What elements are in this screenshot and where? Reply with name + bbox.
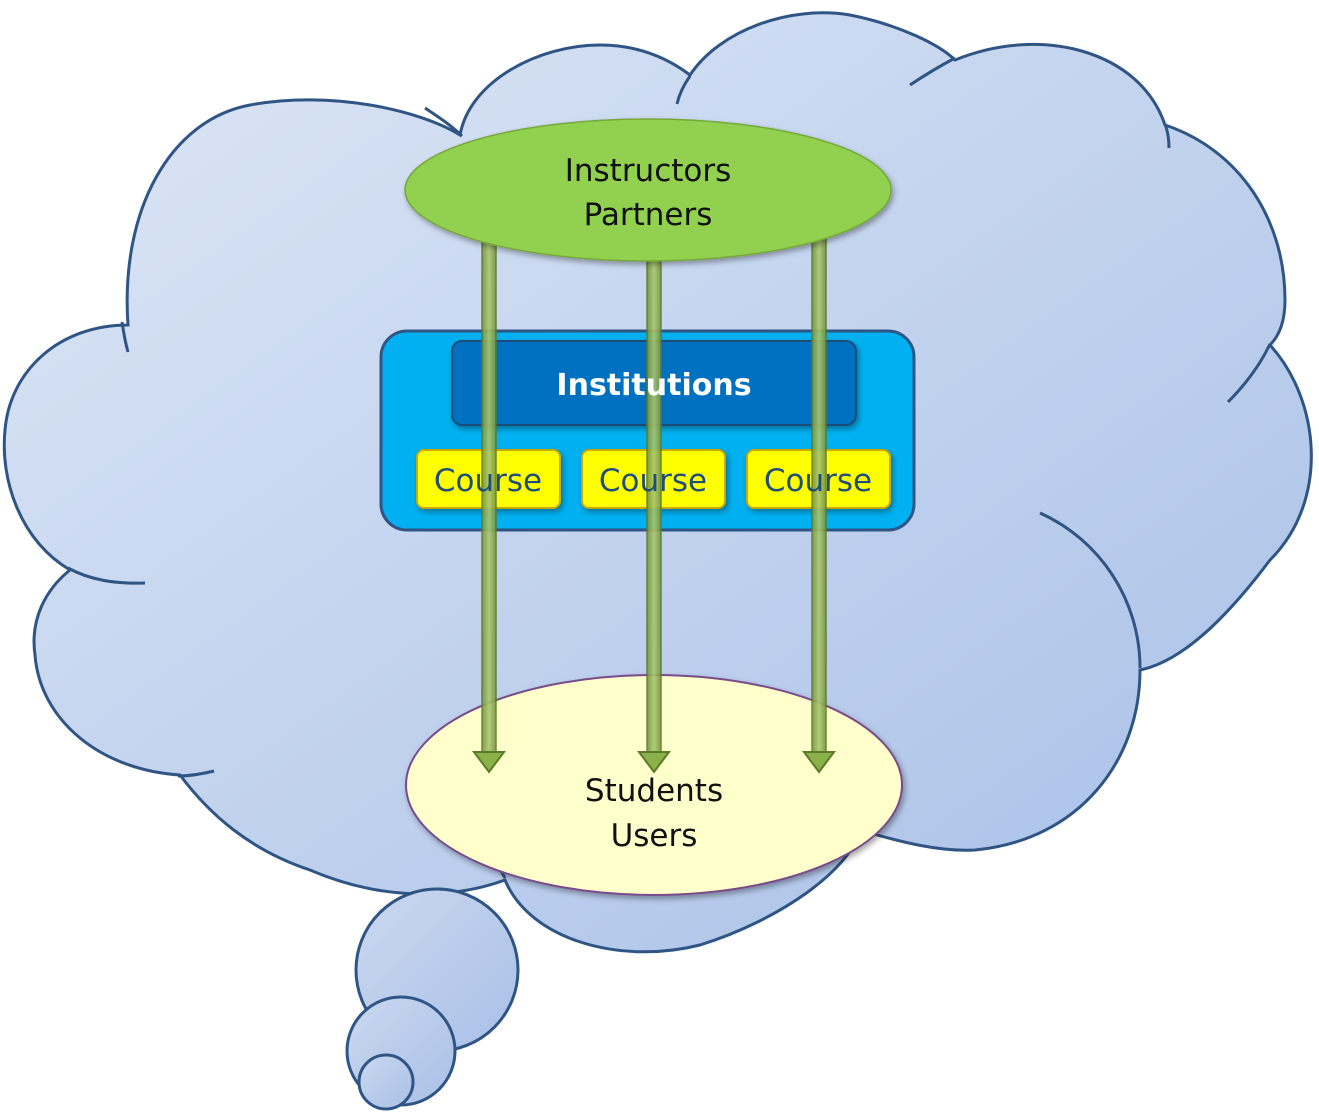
thought-bubbles [345, 887, 520, 1111]
cloud-scallop [424, 106, 464, 138]
course-label: Course [764, 463, 872, 499]
cloud-scallop [67, 566, 146, 585]
top-node-label-line1: Instructors [565, 153, 732, 189]
cloud-scallop [1039, 511, 1142, 669]
cloud-scallop [177, 769, 215, 778]
top-node-label-line2: Partners [584, 197, 713, 233]
bottom-node-label-line2: Users [611, 818, 698, 854]
flow-arrows [472, 229, 836, 774]
cloud-scallop [675, 75, 692, 105]
flow-arrow-center [637, 259, 671, 774]
bottom-node-label-line1: Students [585, 773, 723, 809]
cloud-scallop [120, 321, 130, 353]
course-label: Course [434, 463, 542, 499]
institutions-label: Institutions [556, 368, 751, 403]
course-label: Course [599, 463, 707, 499]
instructors-partners-node [404, 118, 892, 262]
cloud-scallop [1226, 343, 1272, 404]
cloud-scallop [1163, 123, 1171, 149]
thought-bubble-small [357, 1053, 415, 1111]
cloud-scallop [909, 56, 956, 87]
